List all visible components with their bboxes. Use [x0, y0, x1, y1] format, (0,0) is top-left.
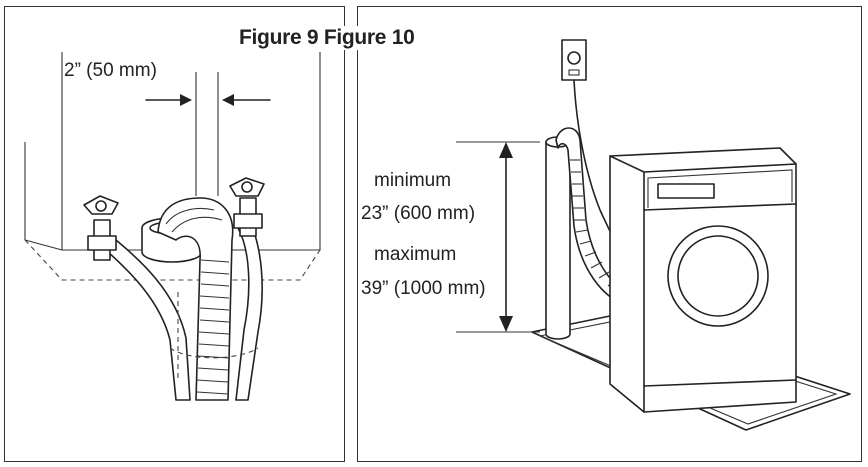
washing-machine	[609, 147, 797, 413]
tap-left-icon	[83, 195, 119, 261]
figure-9-drawing	[24, 52, 321, 401]
figure-title: Figure 9 Figure 10	[237, 26, 417, 50]
tap-right-icon	[229, 177, 265, 237]
max-label: maximum	[374, 244, 457, 265]
power-socket-icon	[561, 39, 587, 81]
min-label: minimum	[374, 170, 452, 191]
gap-dimension-label: 2” (50 mm)	[64, 60, 157, 81]
max-value-label: 39” (1000 mm)	[361, 278, 486, 300]
floor-hidden-line	[24, 239, 321, 281]
figure-10-drawing	[456, 39, 851, 431]
drain-hose	[157, 197, 234, 401]
inlet-hose-left	[107, 239, 191, 401]
standpipe-tube	[545, 136, 571, 340]
gap-arrows	[145, 94, 271, 106]
min-value-label: 23” (600 mm)	[361, 203, 476, 225]
inlet-hose-right	[235, 221, 263, 401]
door-icon	[667, 225, 769, 327]
height-dimension	[456, 141, 540, 333]
